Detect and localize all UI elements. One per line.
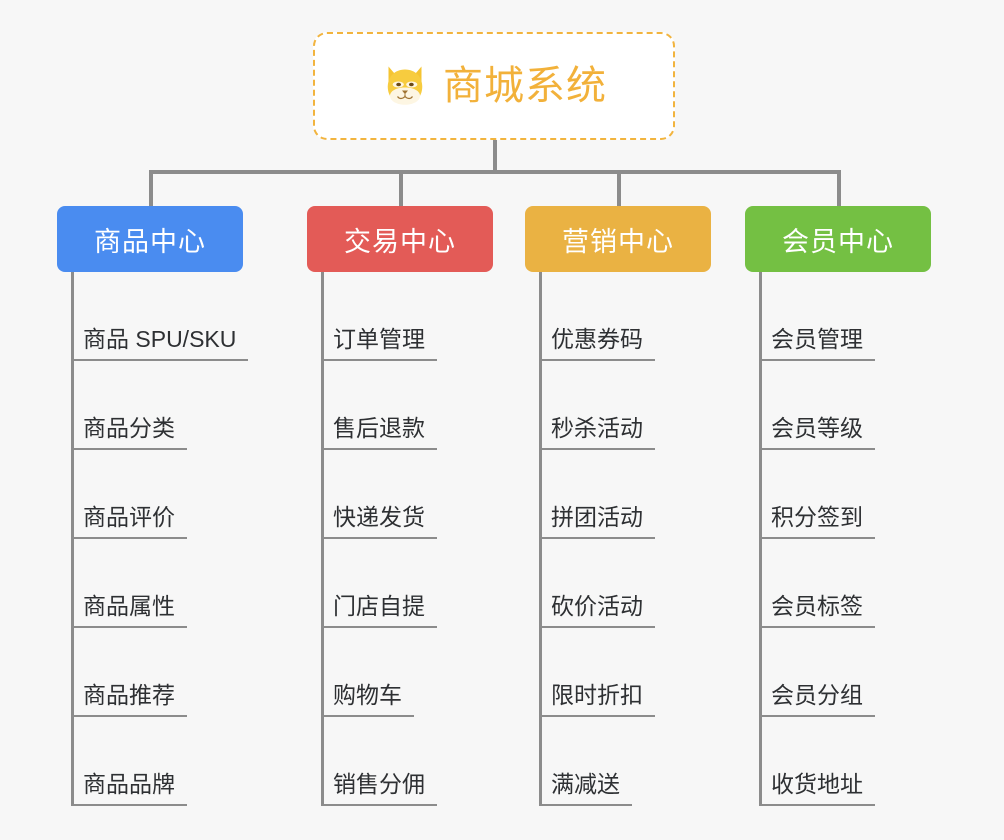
leaf-item[interactable]: 销售分佣 — [321, 717, 437, 806]
leaf-label: 秒杀活动 — [539, 415, 655, 450]
branch-product-center: 商品中心 商品 SPU/SKU 商品分类 商品评价 商品属性 商品推荐 商品品牌 — [57, 206, 249, 806]
leaf-item[interactable]: 秒杀活动 — [539, 361, 655, 450]
leaf-item[interactable]: 订单管理 — [321, 272, 437, 361]
leaf-item[interactable]: 拼团活动 — [539, 450, 655, 539]
leaf-label: 门店自提 — [321, 593, 437, 628]
leaf-label: 砍价活动 — [539, 593, 655, 628]
shiba-dog-face-icon — [387, 66, 423, 105]
branch-member-center: 会员中心 会员管理 会员等级 积分签到 会员标签 会员分组 收货地址 — [745, 206, 931, 806]
leaf-item[interactable]: 商品推荐 — [71, 628, 248, 717]
leaf-label: 会员分组 — [759, 682, 875, 717]
leaf-label: 快递发货 — [321, 504, 437, 539]
branch-trade-center: 交易中心 订单管理 售后退款 快递发货 门店自提 购物车 销售分佣 — [307, 206, 493, 806]
leaf-item[interactable]: 售后退款 — [321, 361, 437, 450]
leaf-label: 销售分佣 — [321, 771, 437, 806]
branch-rail-3 — [539, 272, 542, 806]
connector-root-stem — [493, 140, 497, 172]
leaf-label: 售后退款 — [321, 415, 437, 450]
leaf-item[interactable]: 收货地址 — [759, 717, 875, 806]
root-title: 商城系统 — [443, 64, 607, 108]
leaf-item[interactable]: 商品评价 — [71, 450, 248, 539]
leaf-label: 商品分类 — [71, 415, 187, 450]
leaf-item[interactable]: 砍价活动 — [539, 539, 655, 628]
leaf-list-trade-center: 订单管理 售后退款 快递发货 门店自提 购物车 销售分佣 — [321, 272, 437, 806]
leaf-item[interactable]: 商品品牌 — [71, 717, 248, 806]
leaf-item[interactable]: 门店自提 — [321, 539, 437, 628]
leaf-label: 购物车 — [321, 682, 414, 717]
leaf-item[interactable]: 会员等级 — [759, 361, 875, 450]
leaf-item[interactable]: 购物车 — [321, 628, 437, 717]
branch-header-product-center[interactable]: 商品中心 — [57, 206, 243, 272]
connector-horizontal-bus — [149, 170, 841, 174]
leaf-item[interactable]: 会员管理 — [759, 272, 875, 361]
leaf-label: 商品评价 — [71, 504, 187, 539]
leaf-list-product-center: 商品 SPU/SKU 商品分类 商品评价 商品属性 商品推荐 商品品牌 — [71, 272, 249, 806]
leaf-item[interactable]: 满减送 — [539, 717, 655, 806]
leaf-label: 商品品牌 — [71, 771, 187, 806]
leaf-label: 商品推荐 — [71, 682, 187, 717]
leaf-label: 积分签到 — [759, 504, 875, 539]
leaf-item[interactable]: 商品分类 — [71, 361, 248, 450]
leaf-label: 会员管理 — [759, 326, 875, 361]
leaf-label: 收货地址 — [759, 771, 875, 806]
root-node[interactable]: 商城系统 — [313, 32, 675, 140]
leaf-list-member-center: 会员管理 会员等级 积分签到 会员标签 会员分组 收货地址 — [759, 272, 875, 806]
connector-drop-2 — [399, 170, 403, 206]
connector-drop-4 — [837, 170, 841, 206]
leaf-label: 优惠券码 — [539, 326, 655, 361]
branch-marketing-center: 营销中心 优惠券码 秒杀活动 拼团活动 砍价活动 限时折扣 满减送 — [525, 206, 711, 806]
branch-rail-4 — [759, 272, 762, 806]
leaf-label: 限时折扣 — [539, 682, 655, 717]
leaf-item[interactable]: 优惠券码 — [539, 272, 655, 361]
connector-drop-3 — [617, 170, 621, 206]
leaf-item[interactable]: 商品属性 — [71, 539, 248, 628]
leaf-list-marketing-center: 优惠券码 秒杀活动 拼团活动 砍价活动 限时折扣 满减送 — [539, 272, 655, 806]
leaf-label: 订单管理 — [321, 326, 437, 361]
branch-rail-2 — [321, 272, 324, 806]
leaf-label: 满减送 — [539, 771, 632, 806]
leaf-item[interactable]: 会员分组 — [759, 628, 875, 717]
branch-header-member-center[interactable]: 会员中心 — [745, 206, 931, 272]
branch-rail-1 — [71, 272, 74, 806]
leaf-item[interactable]: 快递发货 — [321, 450, 437, 539]
leaf-item[interactable]: 会员标签 — [759, 539, 875, 628]
leaf-item[interactable]: 商品 SPU/SKU — [71, 272, 249, 361]
leaf-item[interactable]: 限时折扣 — [539, 628, 655, 717]
connector-drop-1 — [149, 170, 153, 206]
leaf-label: 拼团活动 — [539, 504, 655, 539]
leaf-label: 会员标签 — [759, 593, 875, 628]
leaf-item[interactable]: 积分签到 — [759, 450, 875, 539]
leaf-label: 会员等级 — [759, 415, 875, 450]
branch-header-marketing-center[interactable]: 营销中心 — [525, 206, 711, 272]
leaf-label: 商品属性 — [71, 593, 187, 628]
branch-header-trade-center[interactable]: 交易中心 — [307, 206, 493, 272]
leaf-label: 商品 SPU/SKU — [71, 326, 249, 361]
